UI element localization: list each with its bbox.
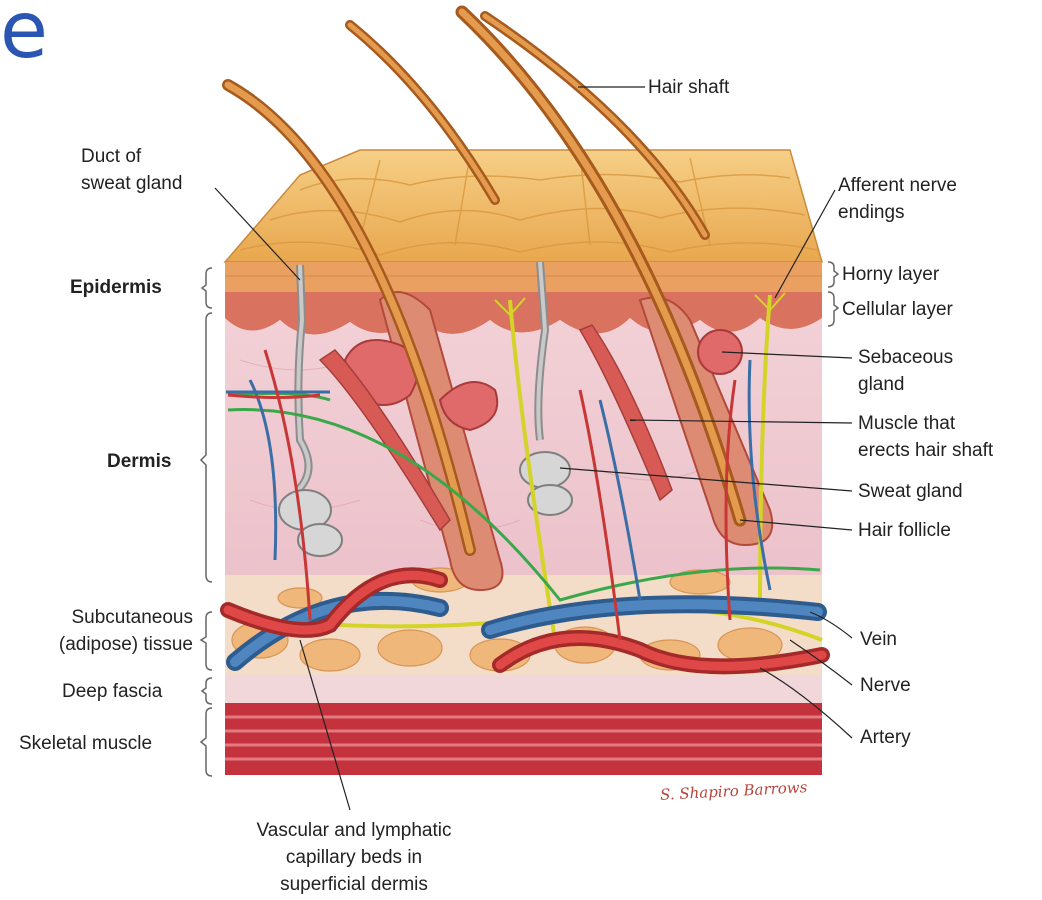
label-dermis: Dermis xyxy=(107,448,171,475)
horny-layer-band xyxy=(225,262,822,292)
label-cellular-layer: Cellular layer xyxy=(842,296,953,323)
label-hair-shaft: Hair shaft xyxy=(648,74,729,101)
label-artery: Artery xyxy=(860,724,911,751)
label-afferent-nerve-endings: Afferent nerve endings xyxy=(838,172,957,226)
label-horny-layer: Horny layer xyxy=(842,261,939,288)
label-nerve: Nerve xyxy=(860,672,911,699)
label-sebaceous-gland: Sebaceous gland xyxy=(858,344,953,398)
label-deep-fascia: Deep fascia xyxy=(62,678,162,705)
label-vein: Vein xyxy=(860,626,897,653)
skeletal-muscle-band xyxy=(225,703,822,775)
label-skeletal-muscle: Skeletal muscle xyxy=(19,730,152,757)
label-muscle-erects-hair-shaft: Muscle that erects hair shaft xyxy=(858,410,993,464)
label-duct-of-sweat-gland: Duct of sweat gland xyxy=(81,143,182,197)
label-epidermis: Epidermis xyxy=(70,274,162,301)
label-subcutaneous-tissue: Subcutaneous (adipose) tissue xyxy=(10,604,193,658)
label-hair-follicle: Hair follicle xyxy=(858,517,951,544)
label-sweat-gland: Sweat gland xyxy=(858,478,963,505)
label-vascular-lymphatic-capillary-beds: Vascular and lymphatic capillary beds in… xyxy=(218,817,490,898)
